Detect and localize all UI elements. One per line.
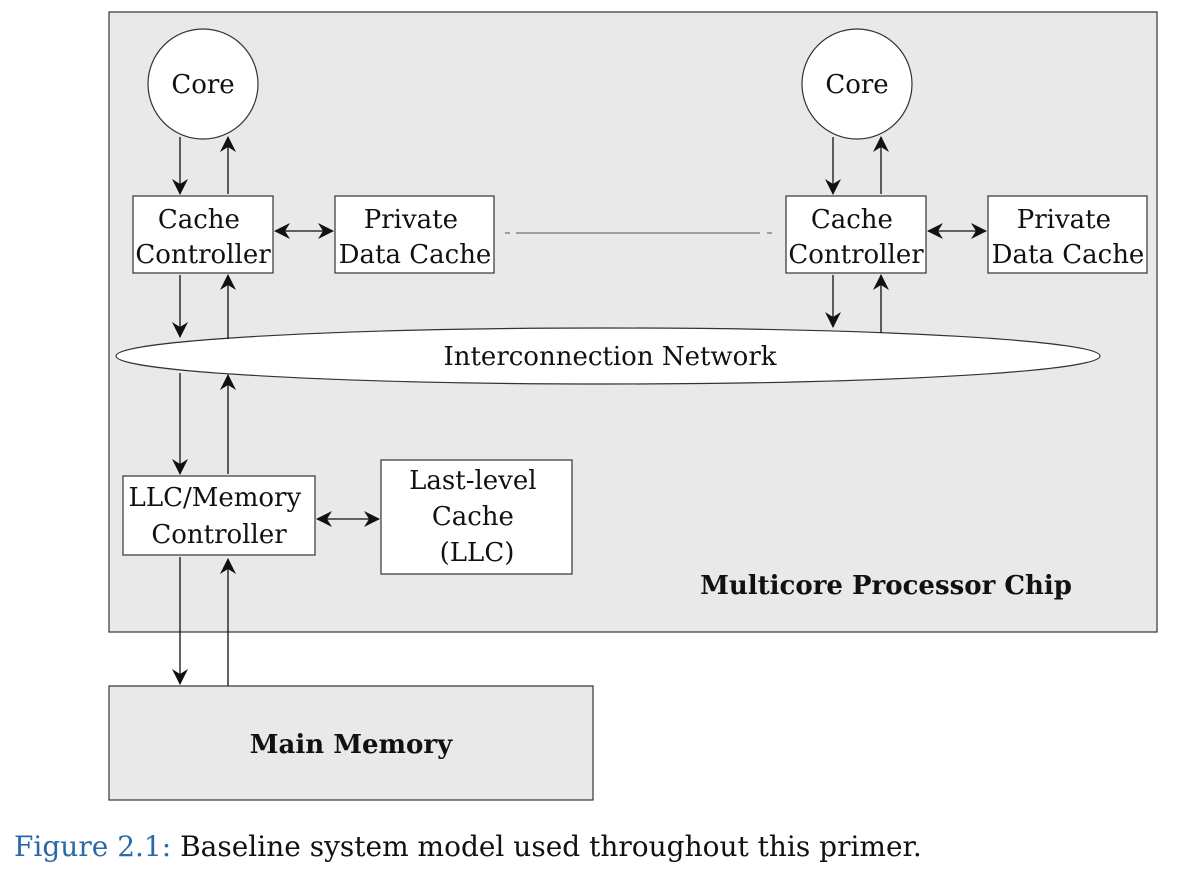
private-data-cache-right-label: Private Data Cache <box>992 205 1145 270</box>
chip-label: Multicore Processor Chip <box>700 571 1072 601</box>
figure-caption-text: Baseline system model used throughout th… <box>180 830 922 863</box>
cache-controller-left <box>132 195 274 274</box>
main-memory-box <box>108 685 594 801</box>
last-level-cache-line-3: (LLC) <box>440 538 515 568</box>
private-data-cache-left-line-1: Private <box>364 205 458 235</box>
private-data-cache-left-label: Private Data Cache <box>339 205 492 270</box>
llc-memory-controller-line-2: Controller <box>151 520 287 550</box>
main-memory-label: Main Memory <box>250 730 453 760</box>
private-data-cache-right <box>987 195 1148 274</box>
figure-caption: Figure 2.1: Baseline system model used t… <box>14 830 922 863</box>
cache-controller-right-line-1: Cache <box>811 205 893 235</box>
core-left-label: Core <box>171 70 234 100</box>
core-right-label: Core <box>825 70 888 100</box>
llc-memory-controller-label: LLC/Memory Controller <box>129 483 310 550</box>
interconnection-network <box>115 327 1101 385</box>
last-level-cache-line-2: Cache <box>432 502 514 532</box>
interconnection-network-label: Interconnection Network <box>443 342 776 372</box>
last-level-cache-label: Last-level Cache (LLC) <box>409 466 545 568</box>
cache-controller-right-line-2: Controller <box>788 240 924 270</box>
llc-memory-controller-line-1: LLC/Memory <box>129 483 302 513</box>
last-level-cache-line-1: Last-level <box>409 466 536 496</box>
cache-controller-left-line-2: Controller <box>135 240 271 270</box>
figure-number: Figure 2.1: <box>14 830 172 863</box>
core-left <box>147 28 259 140</box>
cache-controller-left-line-1: Cache <box>158 205 240 235</box>
cache-controller-right-label: Cache Controller <box>788 205 924 270</box>
private-data-cache-right-line-1: Private <box>1017 205 1111 235</box>
cache-controller-right <box>785 195 927 274</box>
last-level-cache <box>380 459 573 575</box>
llc-memory-controller <box>122 475 316 556</box>
core-right <box>801 28 913 140</box>
private-data-cache-left-line-2: Data Cache <box>339 240 492 270</box>
private-data-cache-right-line-2: Data Cache <box>992 240 1145 270</box>
cache-controller-left-label: Cache Controller <box>135 205 271 270</box>
private-data-cache-left <box>334 195 495 274</box>
